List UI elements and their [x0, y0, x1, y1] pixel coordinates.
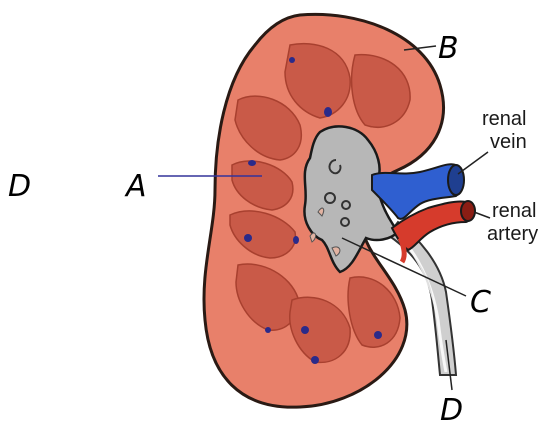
leader-line-vein [458, 152, 488, 174]
label-renal-artery-line1: renal [492, 200, 536, 222]
label-c: C [470, 285, 491, 320]
label-d: D [440, 393, 463, 424]
label-a: A [124, 169, 147, 204]
label-renal-vein-line1: renal [482, 108, 526, 130]
label-renal-artery-line2: artery [487, 223, 538, 245]
label-renal-vein-line2: vein [490, 131, 527, 153]
label-outer-d: D [8, 169, 31, 204]
leader-line-artery [474, 212, 490, 218]
label-b: B [438, 31, 459, 66]
